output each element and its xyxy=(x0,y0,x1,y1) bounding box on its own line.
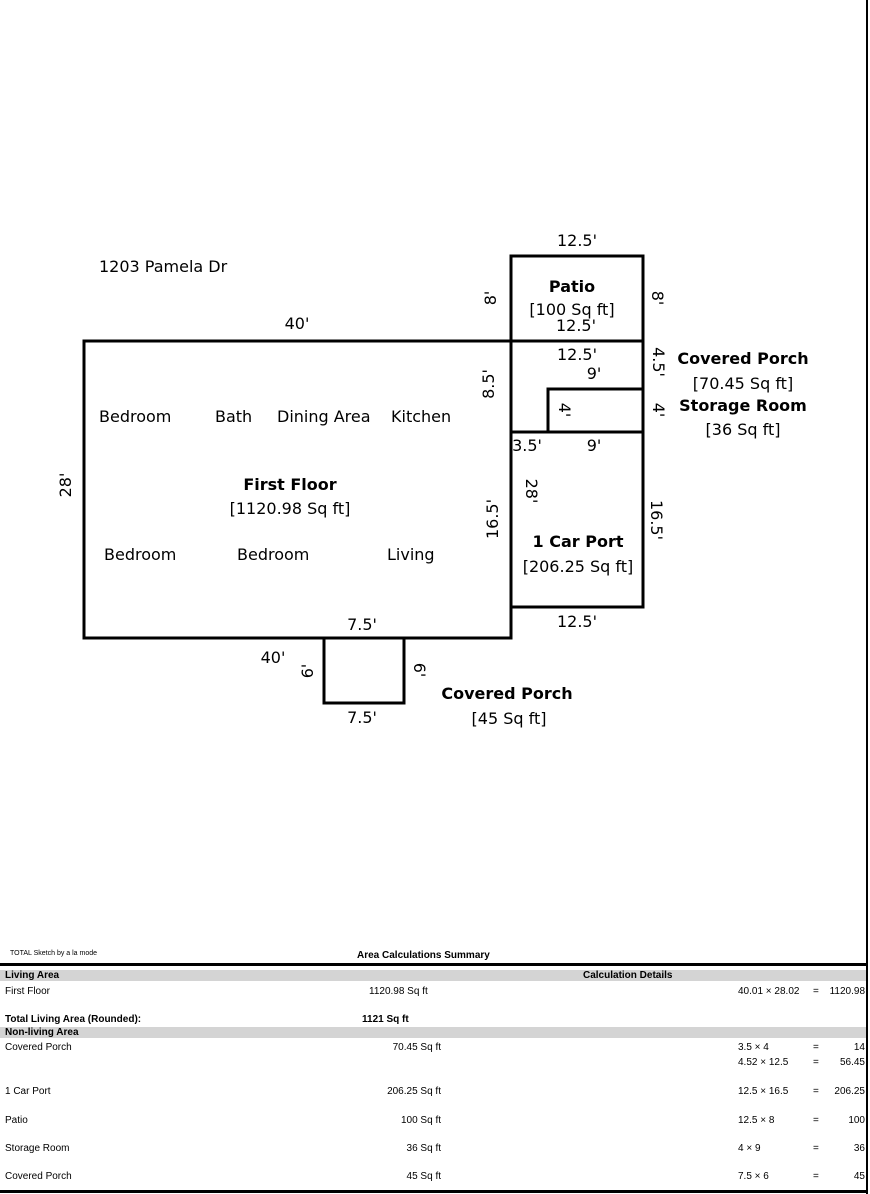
first-floor-eq: = xyxy=(813,986,819,997)
nonliving-row-area: 70.45 Sq ft xyxy=(392,1042,441,1053)
nonliving-row-area: 100 Sq ft xyxy=(400,1115,441,1126)
nonliving-row-label: Covered Porch xyxy=(5,1042,72,1053)
dim-carport-right: 16.5' xyxy=(647,500,666,540)
storage-room-name: Storage Room xyxy=(679,396,807,415)
dim-porch2-top: 7.5' xyxy=(347,615,377,634)
summary-bottom-rule xyxy=(0,1190,866,1193)
total-living-value: 1121 Sq ft xyxy=(362,1014,409,1025)
calc-result: 45 xyxy=(853,1171,865,1182)
dim-porch-right: 4.5' xyxy=(649,347,668,377)
calc-expr: 4 × 9 xyxy=(738,1143,761,1154)
dim-porch-inner: 9' xyxy=(587,364,602,383)
dim-storage-bottom-left: 3.5' xyxy=(512,436,542,455)
nonliving-row-label: 1 Car Port xyxy=(5,1086,51,1097)
area-summary: TOTAL Sketch by a la mode Area Calculati… xyxy=(0,945,866,1194)
calc-eq: = xyxy=(813,1042,819,1053)
first-floor-label: First Floor xyxy=(5,986,50,997)
calc-eq: = xyxy=(813,1115,819,1126)
dim-porch2-left: 6' xyxy=(298,664,317,679)
dim-porch-top: 12.5' xyxy=(557,345,597,364)
nonliving-row-label: Patio xyxy=(5,1115,28,1126)
summary-top-rule xyxy=(0,963,866,966)
dim-patio-left: 8' xyxy=(481,291,500,306)
carport-outline xyxy=(509,430,645,609)
room-bedroom: Bedroom xyxy=(237,545,309,564)
calc-result: 100 xyxy=(848,1115,865,1126)
dim-main-right-upper: 8.5' xyxy=(479,369,498,399)
room-bath: Bath xyxy=(215,407,252,426)
living-area-header: Living Area xyxy=(5,970,60,981)
page-right-border xyxy=(866,0,868,1194)
room-bedroom: Bedroom xyxy=(104,545,176,564)
nonliving-row-area: 45 Sq ft xyxy=(406,1171,441,1182)
carport-area: [206.25 Sq ft] xyxy=(523,557,634,576)
nonliving-row-area: 206.25 Sq ft xyxy=(387,1086,441,1097)
software-credit: TOTAL Sketch by a la mode xyxy=(10,950,98,957)
dim-carport-bottom: 12.5' xyxy=(557,612,597,631)
dim-porch2-right: 6' xyxy=(410,663,429,678)
calc-result: 36 xyxy=(853,1143,865,1154)
calc-expr: 4.52 × 12.5 xyxy=(738,1057,789,1068)
first-floor-area: 1120.98 Sq ft xyxy=(369,986,428,997)
covered-porch-name: Covered Porch xyxy=(677,349,808,368)
front-porch-name: Covered Porch xyxy=(441,684,572,703)
patio-area: [100 Sq ft] xyxy=(529,300,614,319)
room-kitchen: Kitchen xyxy=(391,407,451,426)
room-dining: Dining Area xyxy=(277,407,371,426)
calc-result: 206.25 xyxy=(834,1086,865,1097)
dim-storage-bottom: 9' xyxy=(587,436,602,455)
first-floor-calc: 40.01 × 28.02 xyxy=(738,986,800,997)
patio-name: Patio xyxy=(549,277,595,296)
calc-eq: = xyxy=(813,1086,819,1097)
dim-main-left: 28' xyxy=(56,473,75,498)
room-bedroom: Bedroom xyxy=(99,407,171,426)
covered-porch-area: [70.45 Sq ft] xyxy=(693,374,793,393)
dim-main-top: 40' xyxy=(285,314,310,333)
living-area-header-band xyxy=(0,970,866,981)
floor-plan-sketch: 1203 Pamela Dr Bedroom Bath Dining Area … xyxy=(56,231,809,728)
nonliving-row-area: 36 Sq ft xyxy=(406,1143,441,1154)
calc-eq: = xyxy=(813,1057,819,1068)
calc-expr: 3.5 × 4 xyxy=(738,1042,769,1053)
calc-eq: = xyxy=(813,1143,819,1154)
non-living-header: Non-living Area xyxy=(5,1027,79,1038)
nonliving-row-label: Covered Porch xyxy=(5,1171,72,1182)
calc-result: 14 xyxy=(853,1042,865,1053)
storage-room-area: [36 Sq ft] xyxy=(706,420,781,439)
non-living-header-band xyxy=(0,1027,866,1038)
first-floor-area: [1120.98 Sq ft] xyxy=(230,499,351,518)
calc-expr: 12.5 × 16.5 xyxy=(738,1086,789,1097)
nonliving-row-label: Storage Room xyxy=(5,1143,70,1154)
first-floor-name: First Floor xyxy=(243,475,336,494)
dim-carport-inner: 28' xyxy=(522,479,541,504)
dim-patio-top: 12.5' xyxy=(557,231,597,250)
room-living: Living xyxy=(387,545,435,564)
dim-porch2-bottom: 7.5' xyxy=(347,708,377,727)
total-living-label: Total Living Area (Rounded): xyxy=(5,1014,142,1025)
calc-expr: 12.5 × 8 xyxy=(738,1115,775,1126)
calc-result: 56.45 xyxy=(839,1057,865,1068)
dim-patio-bottom: 12.5' xyxy=(556,316,596,335)
front-porch-outline xyxy=(322,636,406,705)
dim-patio-right: 8' xyxy=(648,291,667,306)
calc-expr: 7.5 × 6 xyxy=(738,1171,769,1182)
first-floor-result: 1120.98 xyxy=(829,986,865,997)
calc-eq: = xyxy=(813,1171,819,1182)
dim-main-right-lower: 16.5' xyxy=(483,499,502,539)
summary-title: Area Calculations Summary xyxy=(357,950,490,961)
dim-storage-left: 4' xyxy=(555,403,574,418)
dim-main-bottom: 40' xyxy=(261,648,286,667)
calc-details-header: Calculation Details xyxy=(583,970,673,981)
dim-storage-right: 4' xyxy=(649,403,668,418)
front-porch-area: [45 Sq ft] xyxy=(472,709,547,728)
carport-name: 1 Car Port xyxy=(533,532,624,551)
address-label: 1203 Pamela Dr xyxy=(99,257,228,276)
